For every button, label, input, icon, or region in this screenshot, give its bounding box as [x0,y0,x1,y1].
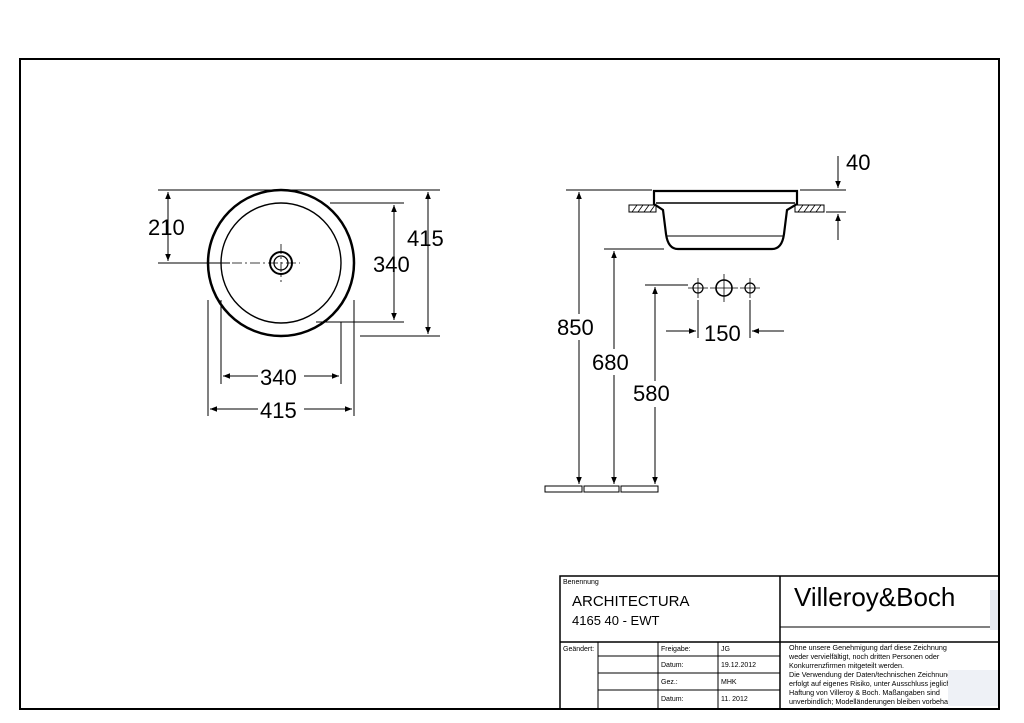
dim-label-210: 210 [148,215,185,240]
drawing-frame [19,58,1000,710]
gez-value: MHK [721,679,737,686]
dim-label-580: 580 [633,381,670,406]
side-view: 40 150 850 680 [544,150,870,493]
geaendert-label: Geändert: [563,646,594,653]
product-name: ARCHITECTURA [572,593,690,610]
notice-line-1: Ohne unsere Genehmigung darf diese Zeich… [789,643,947,652]
dim-label-340v: 340 [373,252,410,277]
tap-hole-right [740,278,760,298]
gez-label: Gez.: [661,679,678,686]
basin-profile [652,189,799,251]
notice-line-6: Haftung von Villeroy & Boch. Maßangaben … [789,688,940,697]
dim-label-40: 40 [846,150,870,175]
dim-label-415h: 415 [260,398,297,423]
floor-slab-2 [583,485,620,493]
dim-label-850: 850 [557,315,594,340]
notice-line-5: erfolgt auf eigenes Risiko, unter Aussch… [789,679,957,688]
tap-hole-center [710,274,738,302]
tap-hole-left [688,278,708,298]
countertop-left [628,204,657,213]
brand-name: Villeroy&Boch [794,582,955,612]
floor-slab-3 [620,485,659,493]
floor-slab-1 [544,485,583,493]
freigabe-label: Freigabe: [661,646,691,653]
notice-line-3: Konkurrenzfirmen mitgeteilt werden. [789,661,904,670]
notice-line-4: Die Verwendung der Daten/technischen Zei… [789,670,959,679]
dim-label-415v: 415 [407,226,444,251]
article-number: 4165 40 - EWT [572,613,659,628]
datum-value-1: 19.12.2012 [721,662,756,669]
countertop-right [794,204,825,213]
datum-label-1: Datum: [661,662,684,669]
title-block: Benennung ARCHITECTURA 4165 40 - EWT Vil… [559,575,1000,710]
datum-label-2: Datum: [661,696,684,703]
watermark-shape [990,590,998,630]
dim-label-340h: 340 [260,365,297,390]
notice-line-7: unverbindlich; Modelländerungen bleiben … [789,697,962,706]
notice-line-2: weder vervielfältigt, noch dritten Perso… [788,652,940,661]
datum-value-2: 11. 2012 [721,696,748,703]
benennung-label: Benennung [563,579,599,586]
dim-label-680: 680 [592,350,629,375]
dim-label-150: 150 [704,321,741,346]
freigabe-value: JG [721,646,730,653]
top-view: 210 415 340 340 415 [148,188,444,423]
